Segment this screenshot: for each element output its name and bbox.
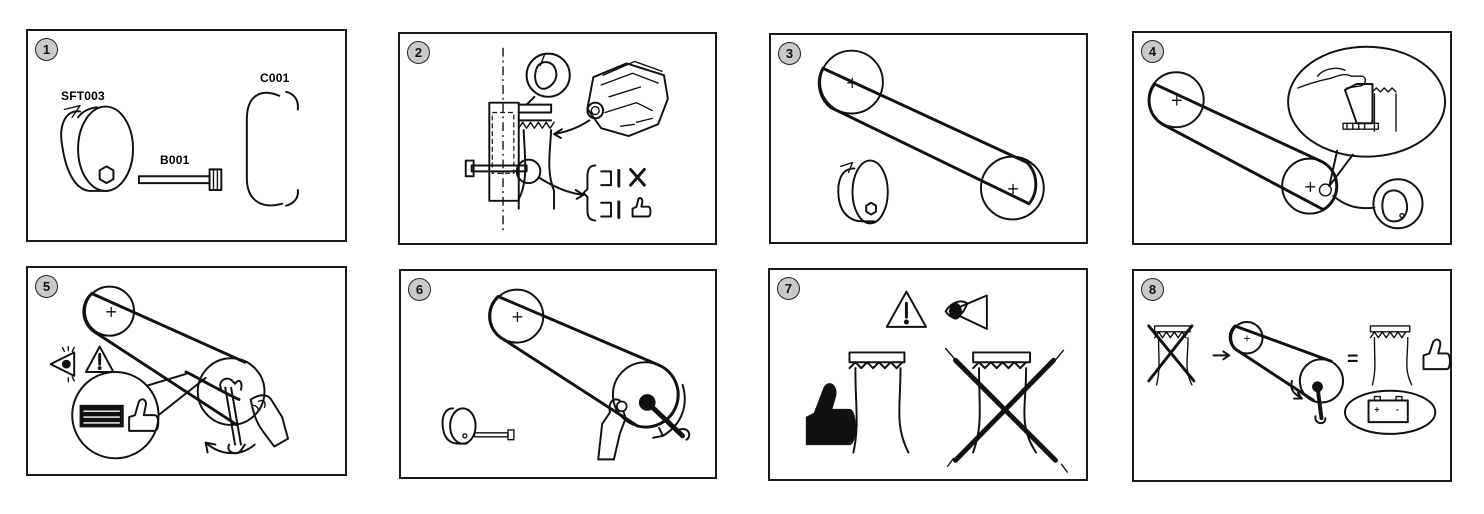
wrench-turn-drawing: + bbox=[49, 285, 290, 460]
step-panel-4: 4 + + bbox=[1132, 31, 1452, 245]
clip-icon bbox=[245, 90, 299, 207]
arrow-icon bbox=[1212, 350, 1231, 361]
wrench-icon bbox=[1312, 381, 1327, 425]
step-number-badge: 6 bbox=[408, 278, 431, 301]
hand-icon bbox=[249, 394, 290, 448]
step-number-badge: 8 bbox=[1141, 278, 1164, 301]
tool-placement-drawing: + + bbox=[1147, 45, 1447, 230]
wrong-fit-row bbox=[600, 167, 646, 188]
thumbs-up-icon bbox=[1422, 338, 1451, 371]
step-number-badge: 7 bbox=[777, 277, 800, 300]
bolt-icon bbox=[137, 168, 223, 191]
thumbs-up-icon bbox=[805, 383, 856, 446]
zoom-circle-tool bbox=[1332, 178, 1424, 230]
hand-icon bbox=[597, 398, 628, 461]
equals-sign: = bbox=[1347, 348, 1358, 370]
eye-icon bbox=[944, 294, 988, 330]
incorrect-belt-profile bbox=[972, 351, 1037, 454]
svg-text:+: + bbox=[1170, 91, 1183, 110]
svg-text:+: + bbox=[1304, 177, 1317, 196]
tool-label: SFT003 bbox=[61, 89, 105, 103]
thumbs-up-icon bbox=[631, 197, 652, 218]
bolt-label: B001 bbox=[160, 153, 190, 167]
battery-minus: - bbox=[1396, 404, 1399, 414]
zoom-bubble bbox=[1287, 45, 1447, 188]
tool-mounting-drawing bbox=[464, 47, 669, 231]
pulley-centre-mark: + bbox=[846, 73, 859, 92]
cross-icon bbox=[1147, 324, 1196, 383]
step-panel-5: 5 + bbox=[26, 266, 347, 476]
hand-icon bbox=[1344, 83, 1374, 125]
fitting-tool-icon bbox=[837, 159, 889, 225]
final-check-drawing: + = + - bbox=[1147, 321, 1451, 435]
step-number-badge: 3 bbox=[778, 42, 801, 65]
clip-label: C001 bbox=[260, 71, 290, 85]
step-panel-8: 8 + = + bbox=[1132, 269, 1452, 482]
belt-check-drawing bbox=[805, 290, 1069, 473]
parts-drawing bbox=[60, 90, 299, 207]
engine-icon bbox=[586, 60, 669, 138]
step-number-badge: 5 bbox=[35, 275, 58, 298]
warning-icon bbox=[885, 290, 928, 328]
belt-drive-drawing: + + bbox=[817, 49, 1045, 225]
svg-text:+: + bbox=[511, 307, 524, 326]
step-number-badge: 4 bbox=[1141, 40, 1164, 63]
correct-fit-row bbox=[600, 197, 652, 219]
good-belt-profile bbox=[1369, 325, 1413, 386]
step-panel-1: 1 SFT003 B001 C001 bbox=[26, 29, 347, 242]
fitting-tool-icon bbox=[441, 407, 515, 445]
wrench-rotation-drawing: + bbox=[441, 288, 691, 461]
wrench-icon bbox=[219, 377, 246, 455]
step-panel-6: 6 + bbox=[399, 269, 717, 479]
warning-icon bbox=[84, 345, 115, 373]
eye-icon bbox=[49, 345, 76, 383]
correct-belt-profile bbox=[848, 351, 910, 454]
zoom-circle-clip bbox=[525, 52, 571, 106]
pulley-centre-mark: + bbox=[1006, 179, 1019, 198]
step-panel-2: 2 bbox=[398, 32, 717, 245]
cross-icon bbox=[944, 347, 1069, 473]
wrench-icon bbox=[638, 394, 691, 441]
thumbs-up-icon bbox=[128, 398, 160, 432]
worn-belt-profile bbox=[1147, 324, 1196, 386]
svg-text:+: + bbox=[105, 302, 118, 321]
step-number-badge: 2 bbox=[407, 41, 430, 64]
fitting-tool-icon bbox=[60, 104, 135, 192]
cross-icon bbox=[629, 167, 646, 187]
step-panel-3: 3 + + bbox=[769, 33, 1088, 244]
svg-text:+: + bbox=[1243, 334, 1251, 345]
step-panel-7: 7 bbox=[768, 268, 1088, 481]
zoom-circle-belt bbox=[71, 371, 207, 460]
battery-plus: + bbox=[1374, 404, 1379, 414]
bolt-icon bbox=[464, 159, 528, 178]
battery-icon: + - bbox=[1344, 389, 1437, 435]
step-number-badge: 1 bbox=[35, 38, 58, 61]
tool-side-view bbox=[488, 101, 556, 210]
